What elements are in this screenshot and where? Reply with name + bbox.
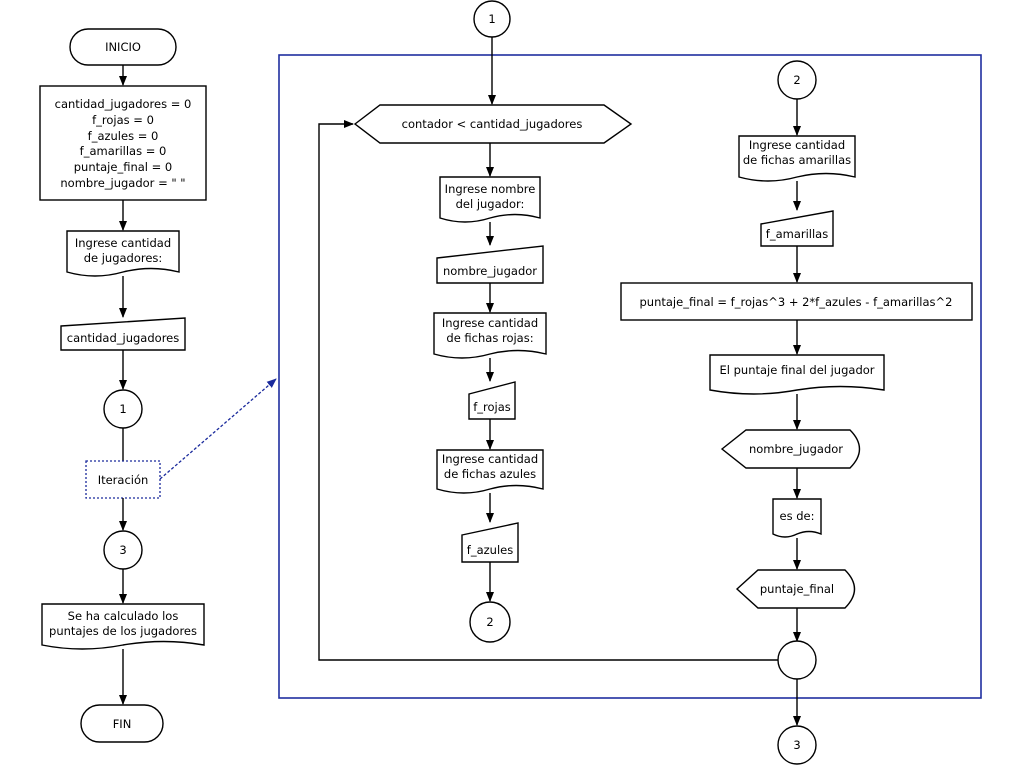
input-yellow-label: f_amarillas — [766, 227, 828, 241]
iteration-label: Iteración — [98, 473, 149, 487]
input-red — [468, 381, 516, 420]
prompt-red-line-1: Ingrese cantidad — [442, 316, 538, 330]
init-line-4: f_amarillas = 0 — [80, 144, 167, 158]
done-message-line-1: Se ha calculado los — [68, 609, 179, 623]
input-red-label: f_rojas — [473, 400, 511, 414]
connector-1-left-label: 1 — [119, 402, 126, 416]
init-line-3: f_azules = 0 — [88, 129, 159, 143]
connector-2-bottom-label: 2 — [486, 615, 493, 629]
formula-process — [620, 282, 973, 321]
output-message-label: El puntaje final del jugador — [719, 363, 874, 377]
prompt-yellow-line-1: Ingrese cantidad — [749, 138, 845, 152]
prompt-name-line-1: Ingrese nombre — [445, 182, 536, 196]
init-line-5: puntaje_final = 0 — [74, 160, 173, 174]
input-players — [60, 317, 186, 351]
output-name-display — [720, 429, 861, 469]
prompt-players-display — [66, 230, 180, 277]
output-score-label: puntaje_final — [760, 582, 834, 596]
init-line-6: nombre_jugador = " " — [60, 176, 185, 190]
connector-3-exit-label: 3 — [793, 738, 800, 752]
init-line-2: f_rojas = 0 — [92, 113, 154, 127]
prompt-name-line-2: del jugador: — [456, 197, 525, 211]
main-flow: INICIO cantidad_jugadores = 0 f_rojas = … — [39, 28, 207, 743]
output-esde-label: es de: — [780, 509, 815, 523]
prompt-name-display — [439, 176, 541, 223]
output-message-display — [709, 354, 885, 395]
output-esde-display — [772, 498, 822, 538]
prompt-blue-line-2: de fichas azules — [444, 467, 536, 481]
output-score-display — [735, 569, 856, 609]
loop-condition-label: contador < cantidad_jugadores — [402, 117, 583, 131]
loop-back-line — [318, 120, 778, 661]
connector-3-left-label: 3 — [119, 543, 126, 557]
prompt-red-display — [433, 312, 547, 359]
input-name — [436, 245, 544, 284]
init-line-1: cantidad_jugadores = 0 — [55, 97, 192, 111]
end-terminal — [80, 704, 164, 743]
connector-2-bottom — [469, 601, 511, 643]
start-label: INICIO — [105, 40, 141, 54]
output-name-label: nombre_jugador — [749, 442, 843, 456]
done-message-display — [41, 603, 205, 650]
prompt-blue-display — [436, 449, 544, 494]
init-process — [39, 85, 207, 201]
prompt-players-line-1: Ingrese cantidad — [75, 236, 171, 250]
loop-condition — [353, 104, 633, 144]
connector-3-exit — [777, 725, 817, 765]
input-blue-label: f_azules — [467, 543, 513, 557]
connector-2-top-label: 2 — [793, 73, 800, 87]
formula-label: puntaje_final = f_rojas^3 + 2*f_azules -… — [640, 295, 953, 309]
prompt-blue-line-1: Ingrese cantidad — [442, 452, 538, 466]
prompt-yellow-display — [738, 135, 856, 182]
iteration-pointer — [159, 378, 277, 480]
loop-merge-point — [777, 640, 817, 680]
prompt-yellow-line-2: de fichas amarillas — [743, 153, 851, 167]
loop-frame — [278, 54, 982, 699]
input-yellow — [760, 210, 834, 247]
prompt-players-line-2: de jugadores: — [84, 251, 163, 265]
input-name-label: nombre_jugador — [443, 264, 537, 278]
input-players-label: cantidad_jugadores — [67, 331, 179, 345]
connector-1-top-label: 1 — [488, 12, 495, 26]
loop-flow: 1 contador < cantidad_jugadores Ingrese … — [318, 0, 973, 765]
prompt-red-line-2: de fichas rojas: — [446, 331, 533, 345]
done-message-line-2: puntajes de los jugadores — [49, 624, 197, 638]
input-blue — [461, 522, 519, 563]
end-label: FIN — [113, 717, 132, 731]
